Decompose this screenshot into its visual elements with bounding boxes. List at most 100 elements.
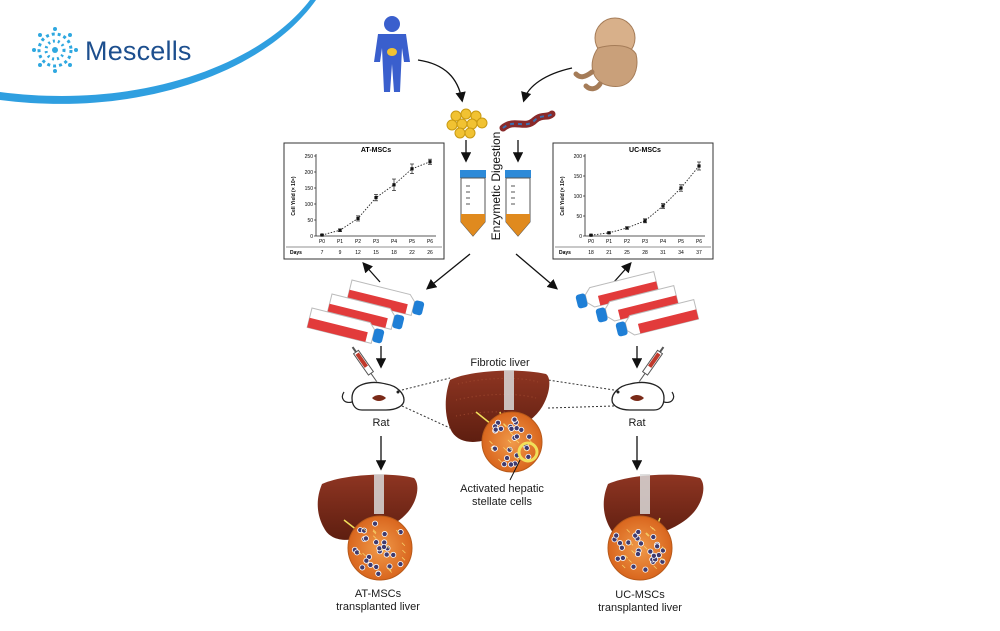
cell [397, 561, 404, 568]
cell [397, 529, 404, 536]
cell [506, 446, 513, 453]
x-tick-label: P2 [355, 239, 361, 245]
fiber [489, 440, 493, 445]
cell [390, 551, 397, 558]
fiber [402, 549, 406, 554]
cell [642, 566, 649, 573]
cell [630, 563, 637, 570]
data-point [643, 219, 647, 223]
x-tick-label: P6 [696, 239, 702, 245]
fiber [508, 446, 512, 451]
fiber [514, 456, 518, 460]
chart-title: UC-MSCs [629, 147, 661, 154]
arrow-fetus-to-cord [521, 67, 573, 103]
fiber [523, 447, 528, 452]
cell [619, 555, 626, 562]
cell [363, 557, 370, 564]
fiber [621, 564, 626, 569]
cell [386, 563, 393, 570]
days-value: 7 [321, 250, 324, 256]
uc-msc-line1: UC-MSCs [615, 589, 665, 601]
y-tick-label: 100 [574, 194, 583, 200]
x-tick-label: P3 [373, 239, 379, 245]
x-tick-label: P4 [660, 239, 666, 245]
days-value: 9 [339, 250, 342, 256]
fetus-icon [573, 17, 638, 92]
fiber [490, 447, 495, 451]
rat-left-label: Rat [372, 417, 390, 429]
y-tick-label: 200 [574, 154, 583, 160]
chart-title: AT-MSCs [361, 147, 391, 154]
days-label: Days [559, 250, 571, 256]
y-tick-label: 50 [307, 218, 313, 224]
cell [508, 425, 515, 432]
activated-cells-line1: Activated hepatic [460, 483, 544, 495]
y-tick-label: 200 [305, 170, 314, 176]
umbilical-cord-icon [499, 110, 556, 132]
fiber [626, 529, 631, 533]
cell [625, 539, 632, 546]
fiber [385, 545, 390, 549]
cell [526, 433, 533, 440]
days-value: 37 [696, 250, 702, 256]
data-point [374, 196, 378, 200]
dotted-link-left-bottom [401, 405, 451, 429]
fiber [387, 567, 392, 572]
cell [501, 461, 508, 468]
data-point [392, 183, 396, 187]
fiber [528, 438, 532, 443]
fiber [503, 447, 507, 451]
fibrotic-tissue-circle [481, 411, 543, 473]
y-tick-label: 50 [576, 214, 582, 220]
data-point [625, 226, 629, 230]
fiber [624, 554, 629, 559]
uc-msc-transplant-label: UC-MSCs transplanted liver [580, 589, 700, 615]
centrifuge-tube-left [460, 170, 486, 237]
data-point [679, 186, 683, 190]
x-tick-label: P3 [642, 239, 648, 245]
fiber [372, 530, 377, 535]
days-value: 28 [642, 250, 648, 256]
days-value: 15 [373, 250, 379, 256]
fiber [643, 545, 648, 550]
fiber [362, 552, 366, 557]
header-swoosh [0, 0, 316, 104]
dotted-link-right-bottom [547, 405, 615, 409]
fiber [381, 548, 385, 553]
fiber [629, 542, 634, 546]
cell [650, 552, 657, 559]
cell [362, 535, 369, 542]
cell [655, 552, 662, 559]
rat-right-label: Rat [628, 417, 646, 429]
fiber [401, 542, 406, 547]
x-tick-label: P0 [319, 239, 325, 245]
cell [654, 543, 661, 550]
cell [634, 551, 641, 558]
activated-cells-label: Activated hepatic stellate cells [440, 483, 564, 509]
data-point [697, 164, 701, 168]
dotted-link-right-top [547, 379, 615, 391]
cell [373, 539, 380, 546]
data-point [320, 233, 324, 237]
days-label: Days [290, 250, 302, 256]
cell [635, 528, 642, 535]
y-tick-label: 150 [574, 174, 583, 180]
fiber [503, 423, 507, 428]
fiber [509, 431, 514, 436]
y-tick-label: 100 [305, 202, 314, 208]
cell [511, 416, 518, 423]
human-body-icon [374, 16, 410, 92]
fiber [363, 528, 367, 532]
cell [525, 453, 532, 460]
x-tick-label: P5 [409, 239, 415, 245]
cell [638, 540, 645, 547]
fiber [372, 535, 377, 540]
x-tick-label: P1 [606, 239, 612, 245]
syringe-left-icon [351, 346, 378, 382]
days-value: 18 [391, 250, 397, 256]
digestion-label: Enzymetic Digestion [489, 132, 503, 241]
uc-msc-tissue-circle [607, 515, 673, 581]
y-axis-label: Cell Yield (× 10⁶) [560, 176, 566, 215]
centrifuge-tube-right [505, 170, 531, 237]
